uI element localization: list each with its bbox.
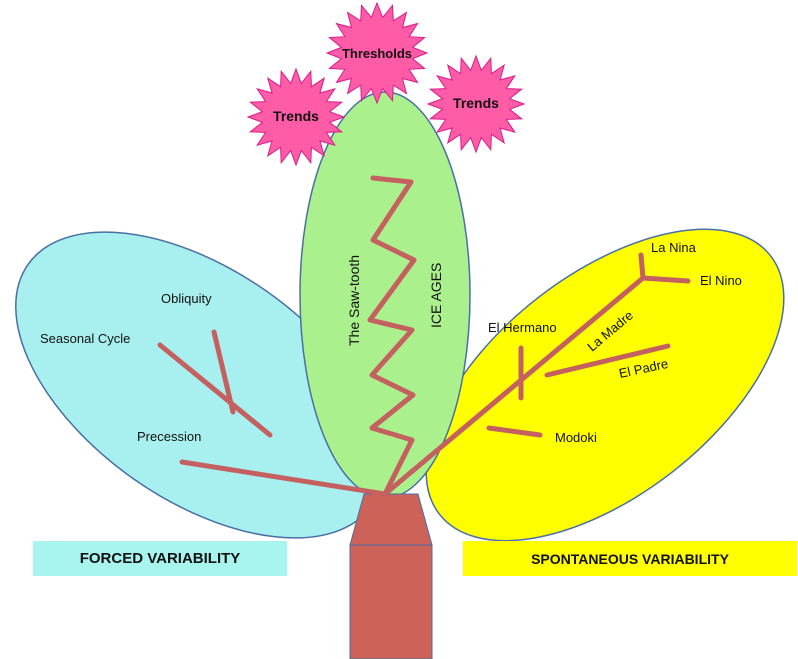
seasonal-cycle-label: Seasonal Cycle [40, 331, 130, 346]
ice-ages-label: ICE AGES [428, 263, 444, 328]
precession-label: Precession [137, 429, 201, 444]
modoki-label: Modoki [555, 430, 597, 445]
obliquity-label: Obliquity [161, 291, 212, 306]
branch-el-nino [643, 278, 688, 281]
trends-left-label: Trends [273, 108, 319, 124]
sawtooth-label: The Saw-tooth [346, 255, 362, 346]
trunk-neck [350, 494, 432, 545]
el-nino-label: El Nino [700, 273, 742, 288]
thresholds-label: Thresholds [342, 46, 412, 61]
trends-right-label: Trends [453, 95, 499, 111]
forced-variability-banner: FORCED VARIABILITY [33, 541, 287, 576]
branch-la-nina [641, 255, 643, 278]
la-nina-label: La Nina [651, 240, 697, 255]
trunk [350, 545, 432, 659]
spontaneous-variability-banner: SPONTANEOUS VARIABILITY [463, 541, 797, 576]
ice-ages-leaf [300, 92, 470, 498]
el-hermano-label: El Hermano [488, 320, 557, 335]
